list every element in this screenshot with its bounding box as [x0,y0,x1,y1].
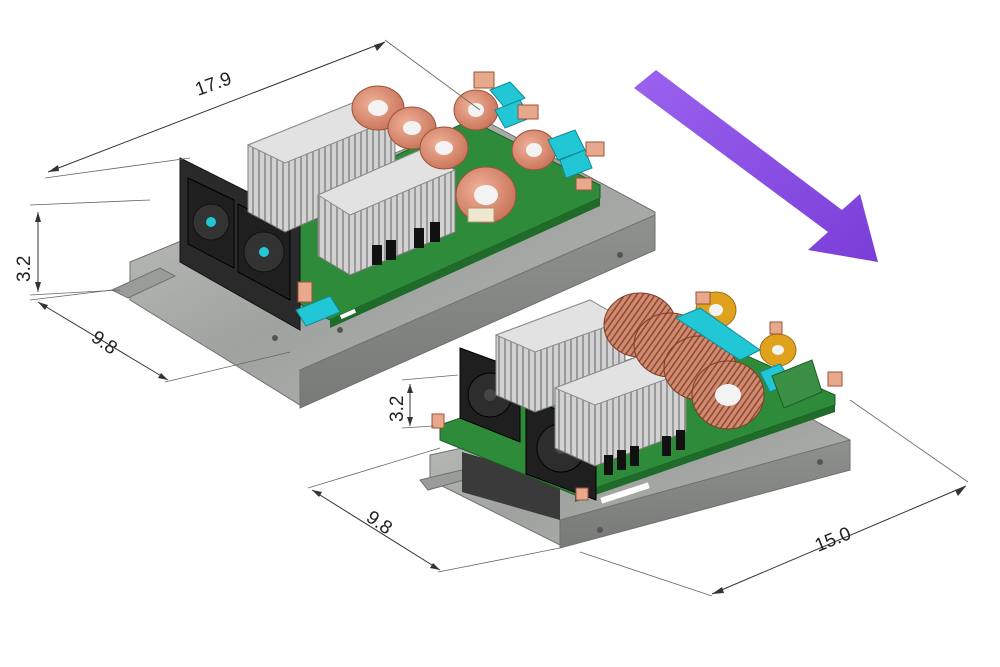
dim-label-small-depth: 9.8 [362,507,396,539]
toroid-inductor-icon [419,126,469,170]
large-chassis-foot [110,267,177,299]
transition-arrow-icon [634,70,878,262]
dim-label-large-length: 17.9 [193,68,235,100]
toroid-inductor-icon [603,292,765,430]
dimension-lines [29,39,969,597]
large-chassis-flange [299,214,656,409]
dim-label-small-length: 15.0 [812,523,854,556]
small-chassis-flange [559,439,851,549]
small-assembly [419,291,851,549]
large-assembly [110,71,656,409]
dim-label-large-depth: 9.8 [87,327,121,359]
toroid-inductor-icon [759,333,797,367]
dim-label-large-height: 3.2 [14,256,35,282]
toroid-inductor-icon [453,89,499,131]
toroid-inductor-icon [511,129,557,171]
cooling-fan-icon [187,177,235,269]
dim-label-small-height: 3.2 [387,396,408,422]
